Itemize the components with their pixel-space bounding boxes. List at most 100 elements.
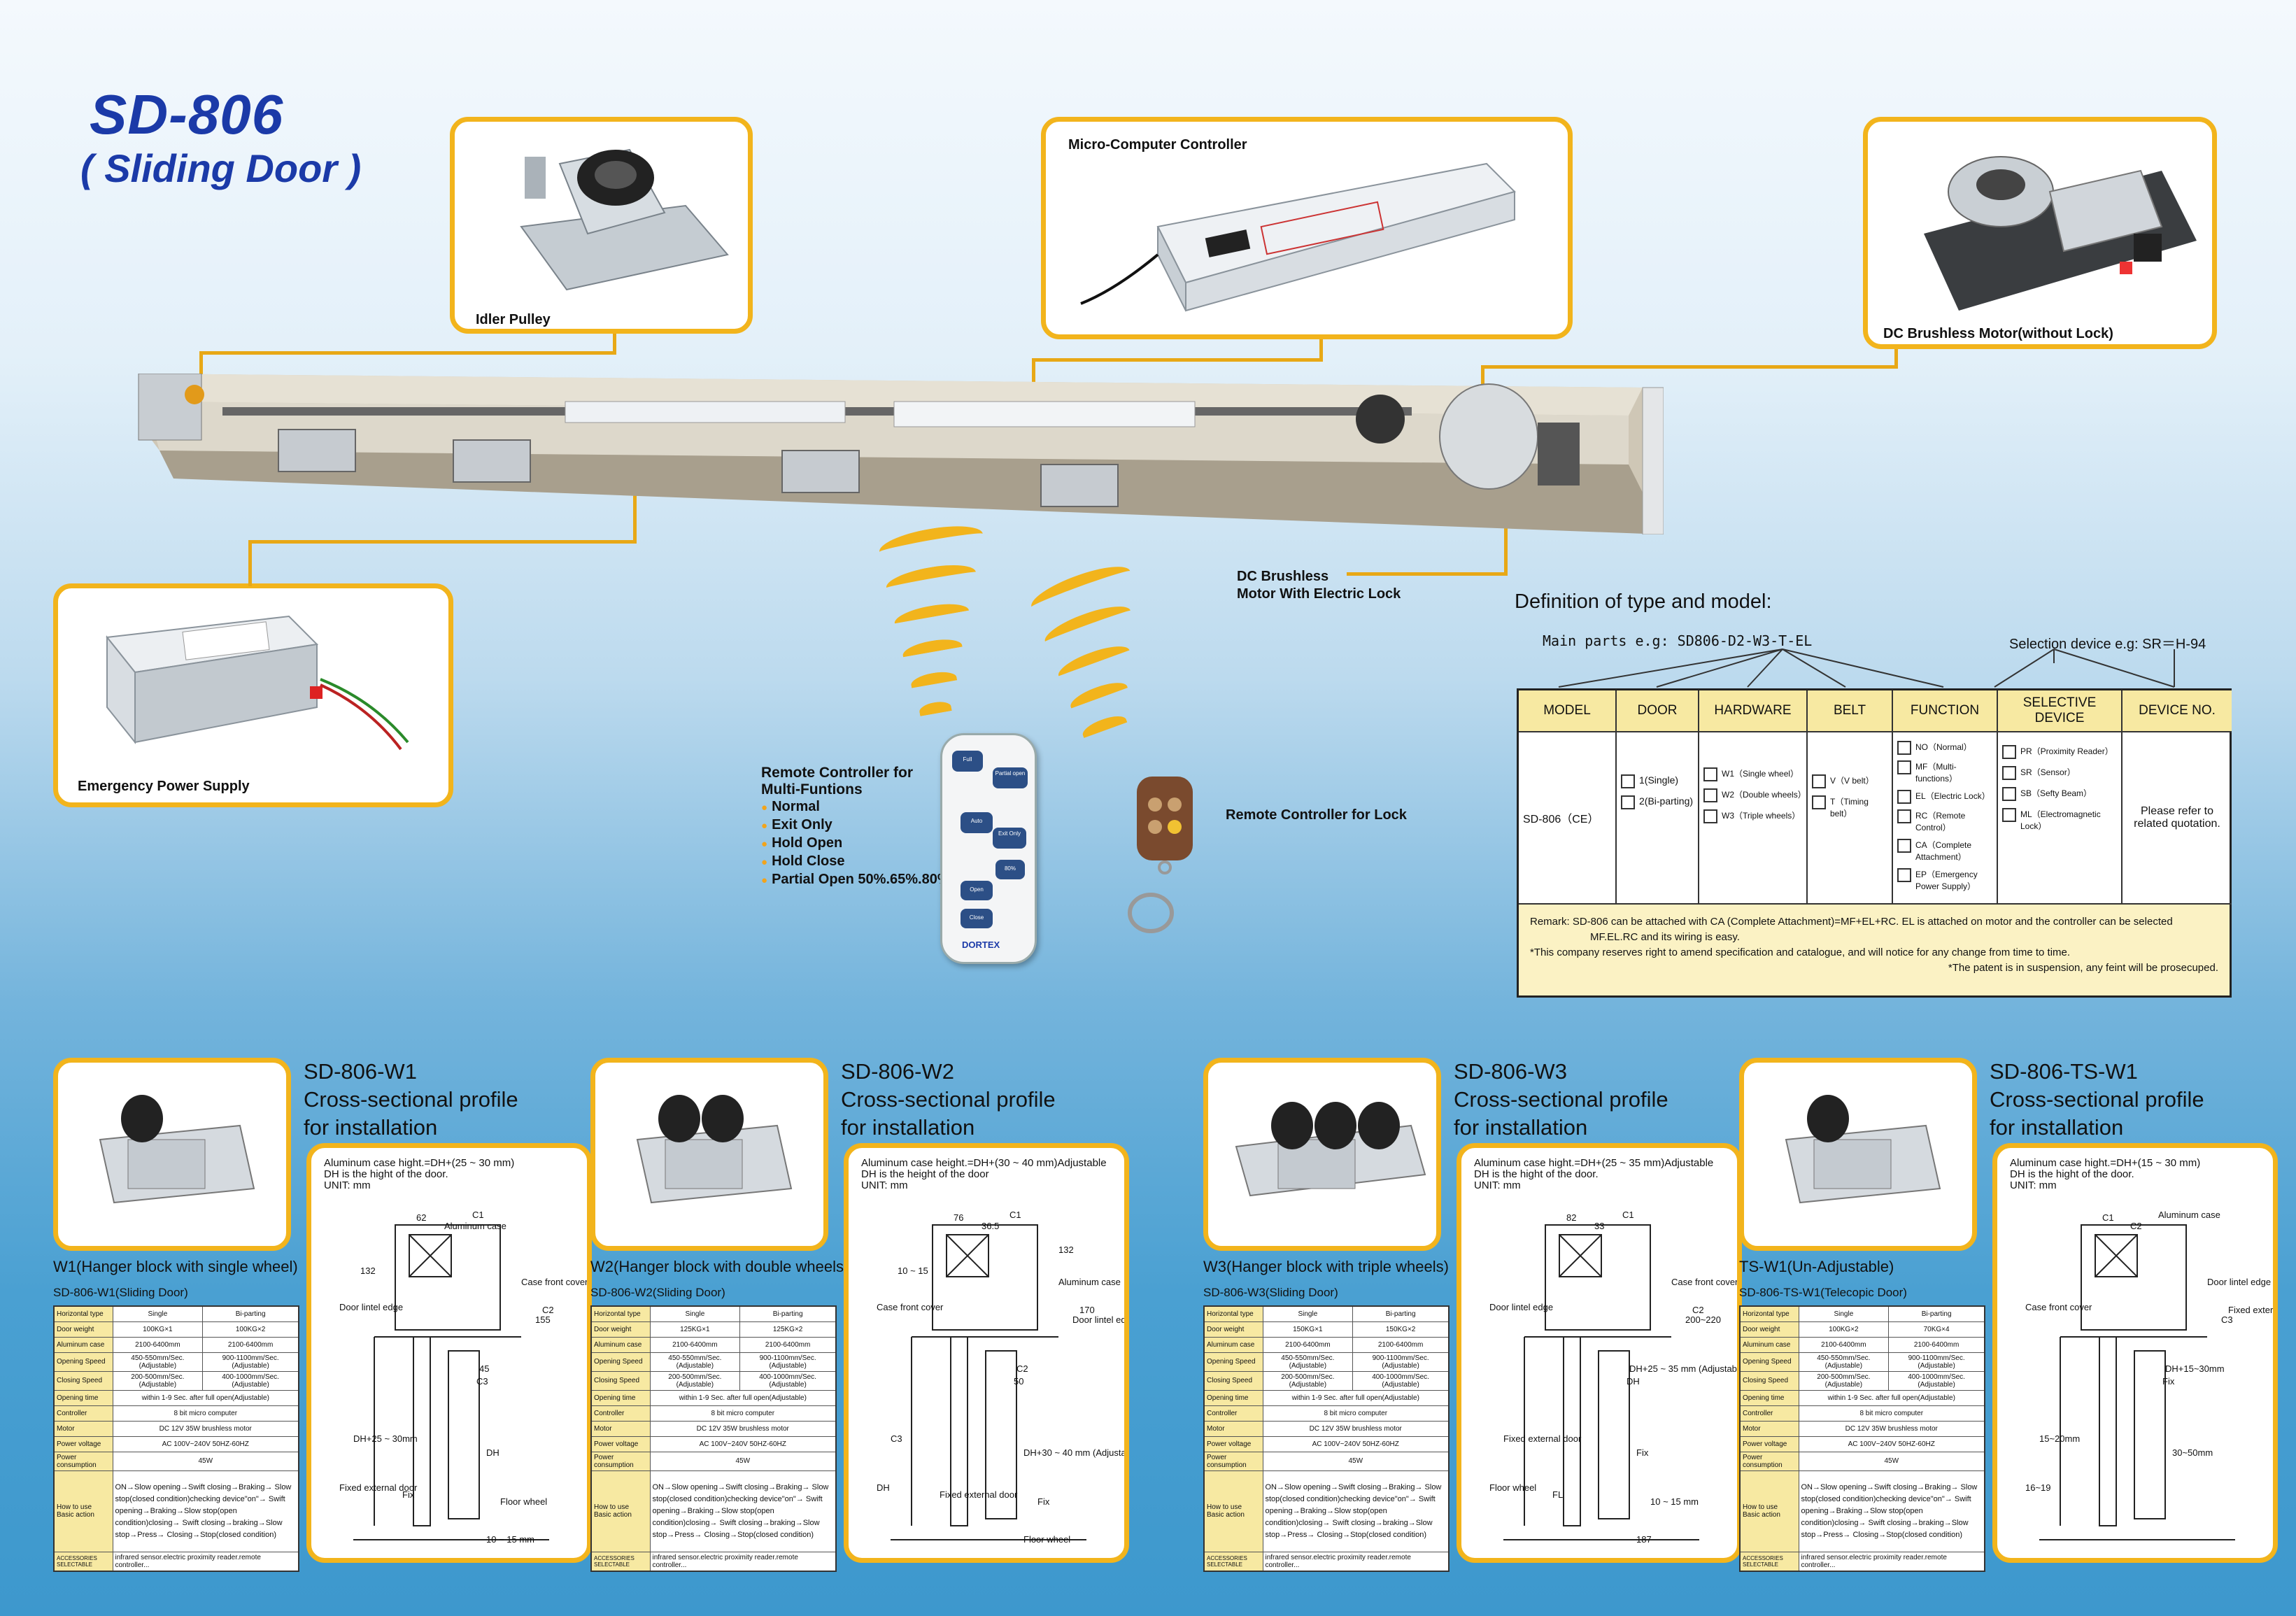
spec-value: 45W (1262, 1451, 1450, 1471)
selective-checkbox[interactable] (2002, 745, 2016, 759)
spec-value: 450-550mm/Sec.(Adjustable) (112, 1352, 204, 1372)
hanger-block-box (1739, 1058, 1977, 1251)
connector-line (199, 351, 203, 393)
section-subtitle: Cross-sectional profile (304, 1087, 518, 1112)
spec-value: Single (1262, 1305, 1354, 1322)
selective-option: SB（Sefty Beam） (2020, 788, 2092, 798)
controller-image (1080, 162, 1516, 312)
spec-key: Closing Speed (53, 1370, 113, 1391)
dimension-label: 82 (1566, 1212, 1576, 1223)
definition-branch-lines (1558, 648, 2175, 688)
hanger-block-image (1235, 1102, 1426, 1197)
spec-key: Opening time (1739, 1389, 1799, 1406)
idler-pulley-box: Idler Pulley (450, 117, 753, 334)
remote-key: Close (961, 909, 993, 928)
hanger-block-image (1785, 1095, 1941, 1204)
selective-checkbox[interactable] (2002, 808, 2016, 822)
door-biparting-checkbox[interactable] (1621, 795, 1635, 809)
function-checkbox[interactable] (1897, 839, 1911, 853)
spec-value: DC 12V 35W brushless motor (1262, 1420, 1450, 1437)
function-option: CA（Complete Attachment） (1915, 840, 1972, 862)
spec-value: 450-550mm/Sec.(Adjustable) (649, 1352, 741, 1372)
function-checkbox[interactable] (1897, 868, 1911, 882)
door-cell: 1(Single) 2(Bi-parting) (1617, 732, 1699, 905)
hanger-block-box (1203, 1058, 1441, 1251)
function-checkbox[interactable] (1897, 790, 1911, 804)
dimension-label: 10 ~ 15 (898, 1266, 928, 1276)
remark-line: *This company reserves right to amend sp… (1530, 947, 2071, 958)
dimension-label: Door lintel edge (1489, 1302, 1553, 1312)
dimension-label: Case front cover (2025, 1302, 2092, 1312)
definition-main-parts: Main parts e.g: SD806-D2-W3-T-EL (1543, 632, 1813, 649)
section-code: SD-806-W2 (841, 1059, 954, 1084)
hardware-w3-checkbox[interactable] (1703, 809, 1717, 823)
drawing-note-line: UNIT: mm (1474, 1179, 1521, 1191)
dimension-label: Fixed external door (2228, 1305, 2273, 1315)
section-sd-806-w2: SD-806-W2 Cross-sectional profile for in… (590, 1058, 1129, 1572)
dimension-label: C3 (2221, 1314, 2233, 1325)
dimension-label: Floor wheel (1023, 1534, 1070, 1545)
section-title: SD-806-W1 Cross-sectional profile for in… (304, 1058, 518, 1142)
spec-key: Horizontal type (1739, 1305, 1799, 1322)
spec-key: Motor (1203, 1420, 1263, 1437)
function-checkbox[interactable] (1897, 809, 1911, 823)
drawing-note: Aluminum case hight.=DH+(15 ~ 30 mm) DH … (2010, 1158, 2200, 1191)
spec-value: 45W (1798, 1451, 1985, 1471)
spec-key: Aluminum case (53, 1336, 113, 1353)
drawing-note-line: Aluminum case hight.=DH+(25 ~ 30 mm) (324, 1157, 515, 1169)
spec-value: 2100-6400mm (739, 1336, 837, 1353)
spec-key: ACCESSORIES SELECTABLE (1203, 1551, 1263, 1571)
dimension-label: 62 (416, 1212, 426, 1223)
dimension-label: C1 (472, 1210, 484, 1220)
header-hardware: HARDWARE (1699, 690, 1808, 732)
spec-value: 400-1000mm/Sec.(Adjustable) (1888, 1370, 1985, 1391)
spec-value: 125KG×1 (649, 1321, 741, 1338)
spec-value: 100KG×2 (202, 1321, 299, 1338)
definition-remarks: Remark: SD-806 can be attached with CA (… (1519, 905, 2230, 995)
door-single-checkbox[interactable] (1621, 774, 1635, 788)
function-checkbox[interactable] (1897, 760, 1911, 774)
dimension-label: C3 (476, 1376, 488, 1387)
function-checkbox[interactable] (1897, 741, 1911, 755)
spec-value: 150KG×2 (1352, 1321, 1450, 1338)
selective-device-cell: PR（Proximity Reader） SR（Sensor） SB（Sefty… (1998, 732, 2123, 905)
spec-key: ACCESSORIES SELECTABLE (590, 1551, 651, 1571)
idler-pulley-label: Idler Pulley (476, 312, 551, 327)
section-title: SD-806-W3 Cross-sectional profile for in… (1454, 1058, 1668, 1142)
hardware-w1-checkbox[interactable] (1703, 767, 1717, 781)
dimension-label: Fix (402, 1489, 415, 1500)
spec-value: Single (1798, 1305, 1890, 1322)
spec-key: How to use Basic action (53, 1470, 113, 1552)
remote-caption-line1: Remote Controller for (761, 765, 914, 781)
connector-line (248, 540, 637, 544)
drawing-note-line: UNIT: mm (861, 1179, 908, 1191)
spec-value: 200-500mm/Sec.(Adjustable) (1798, 1370, 1890, 1391)
remote-brand: DORTEX (962, 940, 1000, 950)
selective-checkbox[interactable] (2002, 787, 2016, 801)
remote-key: 80% (995, 860, 1025, 879)
header-door: DOOR (1617, 690, 1699, 732)
hanger-caption: W1(Hanger block with single wheel) (53, 1258, 298, 1275)
belt-v-checkbox[interactable] (1812, 774, 1826, 788)
spec-key: How to use Basic action (1739, 1470, 1799, 1552)
spec-key: Door weight (1739, 1321, 1799, 1338)
model-definition-table: MODEL DOOR HARDWARE BELT FUNCTION SELECT… (1517, 688, 2232, 998)
section-sd-806-w3: SD-806-W3 Cross-sectional profile for in… (1203, 1058, 1742, 1572)
belt-t-checkbox[interactable] (1812, 795, 1826, 809)
function-option: EL（Electric Lock） (1915, 791, 1990, 801)
spec-value: 70KG×4 (1888, 1321, 1985, 1338)
spec-value: 450-550mm/Sec.(Adjustable) (1262, 1352, 1354, 1372)
connector-line (1481, 365, 1898, 369)
selective-checkbox[interactable] (2002, 766, 2016, 780)
hardware-w2-checkbox[interactable] (1703, 788, 1717, 802)
function-cell: NO（Normal） MF（Multi-functions） EL（Electr… (1893, 732, 1998, 905)
selective-option: PR（Proximity Reader） (2020, 746, 2113, 756)
spec-value: DC 12V 35W brushless motor (649, 1420, 837, 1437)
door-operator-rail (138, 374, 1664, 534)
emergency-power-label: Emergency Power Supply (78, 779, 250, 794)
dimension-label: Floor wheel (1489, 1482, 1536, 1493)
spec-key: Motor (590, 1420, 651, 1437)
dimension-label: DH (486, 1447, 499, 1458)
spec-value: 200-500mm/Sec.(Adjustable) (649, 1370, 741, 1391)
